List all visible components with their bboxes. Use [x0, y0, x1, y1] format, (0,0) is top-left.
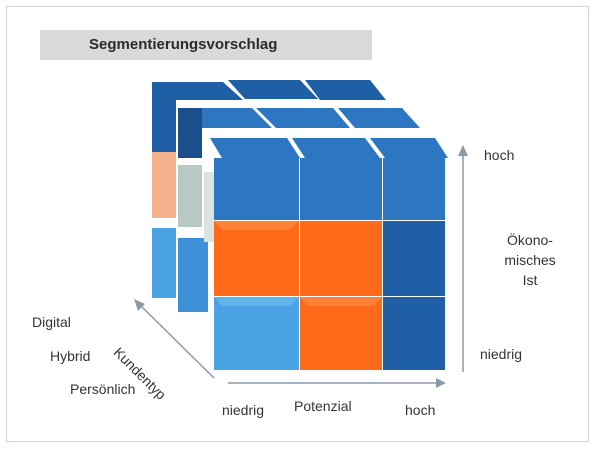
vertical-axis-title: Ökono- misches Ist: [495, 230, 565, 290]
depth-item-hybrid: Hybrid: [50, 348, 91, 364]
vertical-axis-title-line-3: Ist: [522, 272, 538, 288]
horizontal-axis-high-label: hoch: [405, 402, 436, 418]
vertical-axis-arrow: [458, 145, 468, 372]
vertical-axis-title-line-1: Ökono-: [507, 232, 553, 248]
diagram-title: Segmentierungsvorschlag: [89, 36, 278, 53]
vertical-axis-title-line-2: misches: [504, 252, 556, 268]
cube-front-face: [214, 158, 445, 370]
horizontal-axis-title: Potenzial: [294, 398, 352, 414]
horizontal-axis-arrow: [228, 378, 446, 388]
depth-item-digital: Digital: [32, 314, 71, 330]
cube-top-layer: [155, 80, 448, 158]
depth-axis-arrow: [134, 299, 215, 379]
vertical-axis-low-label: niedrig: [480, 346, 523, 362]
cube-left-face: [152, 82, 216, 312]
title-box: [40, 30, 372, 60]
depth-item-persoenlich: Persönlich: [70, 381, 136, 397]
horizontal-axis-low-label: niedrig: [222, 402, 265, 418]
vertical-axis-high-label: hoch: [484, 147, 515, 163]
